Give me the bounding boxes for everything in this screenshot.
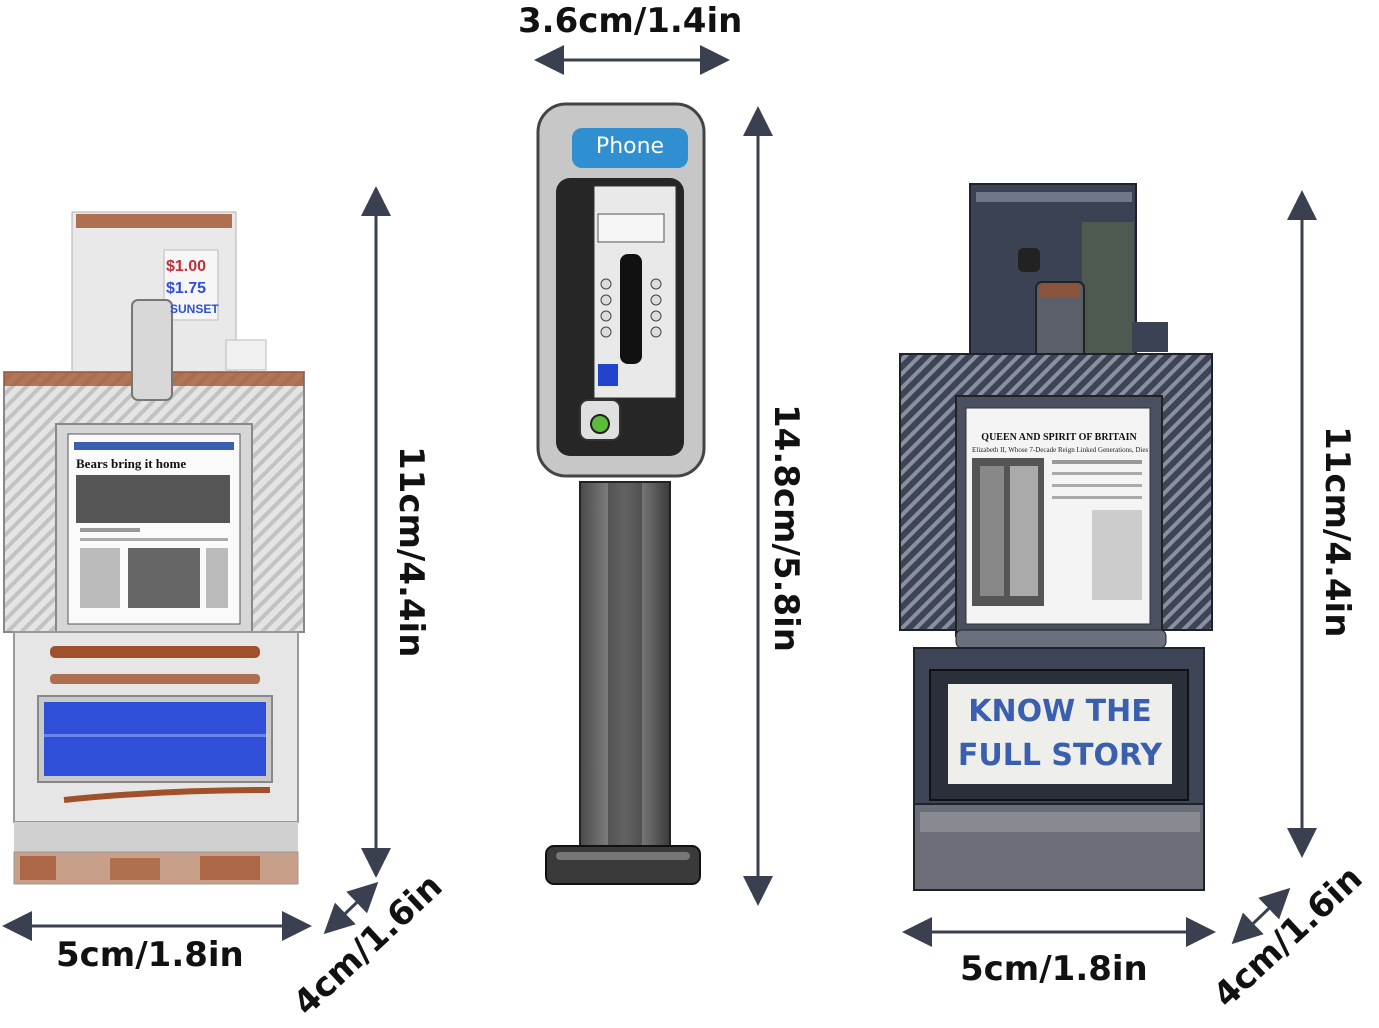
left-price-1: $1.00 (166, 258, 207, 275)
right-newspaper-subhead: Elizabeth II, Whose 7-Decade Reign Linke… (972, 446, 1148, 454)
right-panel-line-1: KNOW THE (968, 694, 1152, 729)
left-newspaper-box (3, 211, 305, 885)
right-newspaper-headline: QUEEN AND SPIRIT OF BRITAIN (981, 432, 1137, 443)
left-width-label: 5cm/1.8in (56, 935, 244, 975)
center-width-label: 3.6cm/1.4in (518, 1, 743, 41)
left-brand: SUNSET (170, 302, 219, 316)
dimension-arrows (1, 45, 1317, 947)
phone-sign: Phone (595, 134, 665, 159)
left-height-label: 11cm/4.4in (391, 446, 431, 658)
right-newspaper-box (899, 183, 1213, 891)
left-newspaper-headline: Bears bring it home (76, 456, 187, 471)
left-price-2: $1.75 (166, 280, 207, 297)
center-height-label: 14.8cm/5.8in (766, 404, 806, 652)
payphone (536, 102, 706, 885)
right-height-label: 11cm/4.4in (1317, 426, 1357, 638)
right-panel-line-2: FULL STORY (957, 738, 1163, 773)
right-width-label: 5cm/1.8in (960, 949, 1148, 989)
